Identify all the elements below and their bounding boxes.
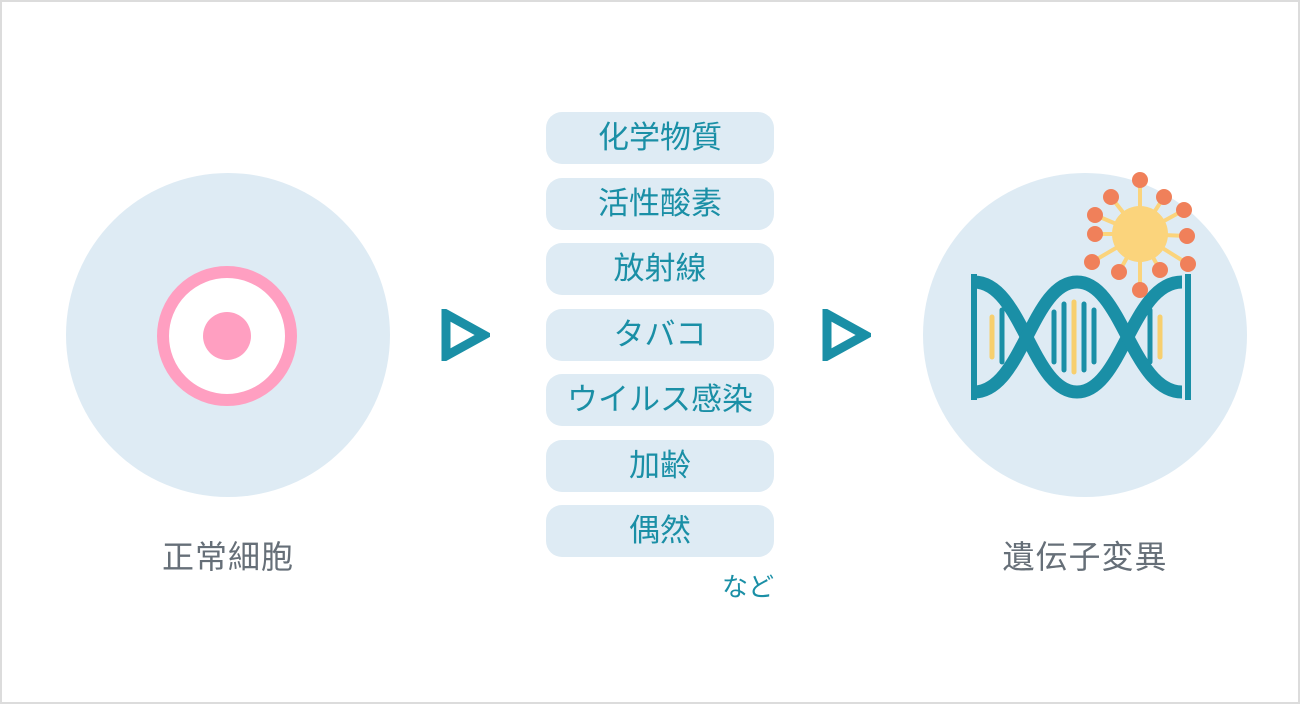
cause-item-aging: 加齢 [546,439,774,492]
dna-helix-icon [971,172,1196,400]
play-arrow-icon [441,309,490,361]
causes-suffix: など [721,573,774,603]
cause-item-chemical: 化学物質 [546,112,774,164]
cause-list: 化学物質 活性酸素 放射線 タバコ ウイルス感染 加齢 偶然 [546,112,774,571]
cause-item-virus-infection: ウイルス感染 [546,374,774,426]
virus-icon [1084,172,1196,298]
play-arrow-icon [822,309,871,361]
cause-item-chance: 偶然 [546,505,774,557]
mutation-label: 遺伝子変異 [1002,538,1168,576]
cause-item-radiation: 放射線 [546,243,774,295]
normal-cell-label: 正常細胞 [161,538,294,576]
cell-nucleus-icon [203,312,251,360]
cause-item-active-oxygen: 活性酸素 [546,177,774,230]
cause-item-tobacco: タバコ [546,308,774,361]
